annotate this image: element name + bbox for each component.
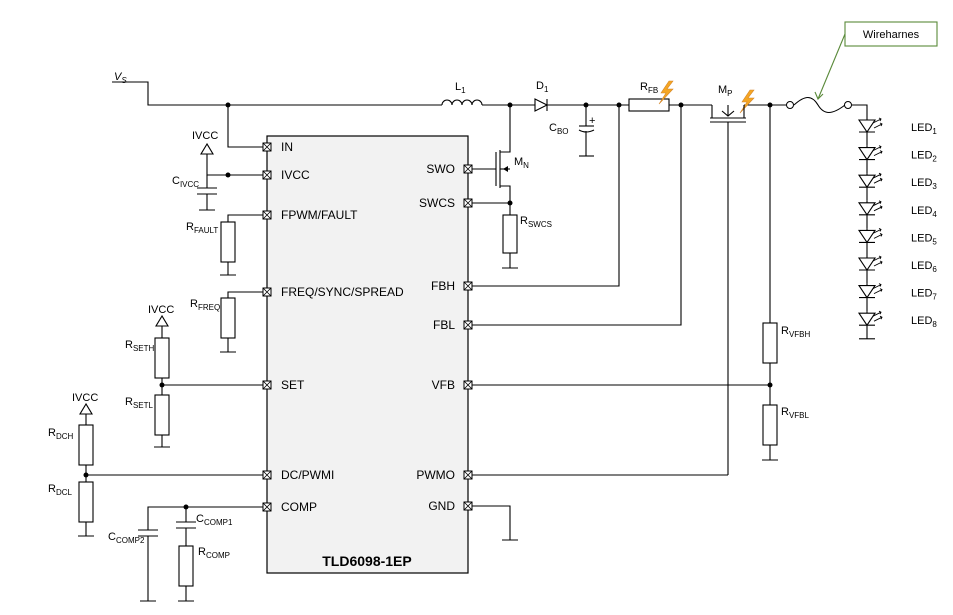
resistor-rfb — [628, 98, 670, 112]
svg-text:+: + — [589, 115, 595, 127]
ic-left-pins: IN IVCC FPWM/FAULT FREQ/SYNC/SPREAD SET … — [281, 140, 404, 514]
resistor-rcomp — [178, 545, 194, 587]
pin-swo: SWO — [426, 162, 455, 176]
label-rvfbh: RVFBH — [781, 325, 811, 339]
label-ccomp1: CCOMP1 — [196, 513, 233, 527]
led-5: LED5 — [857, 227, 937, 256]
label-civcc: CIVCC — [172, 175, 199, 189]
hot-spot-mp-icon — [739, 89, 755, 114]
led-2: LED2 — [857, 145, 937, 174]
led-4: LED4 — [857, 200, 937, 229]
label-mn: MN — [514, 156, 529, 170]
pin-markers — [262, 142, 473, 512]
resistor-rvfbh — [762, 322, 778, 364]
label-rswcs: RSWCS — [520, 215, 552, 229]
capacitor-cbo: + — [578, 105, 595, 157]
led-3: LED3 — [857, 172, 937, 201]
label-ivcc-top: IVCC — [192, 130, 218, 142]
led-8: LED8 — [857, 310, 937, 339]
pin-dc-pwmi: DC/PWMI — [281, 468, 334, 482]
resistor-rfault — [220, 221, 236, 263]
led-7: LED7 — [857, 283, 937, 312]
pin-set: SET — [281, 378, 305, 392]
pin-fpwm-fault: FPWM/FAULT — [281, 208, 358, 222]
pin-in: IN — [281, 140, 293, 154]
pin-vfb: VFB — [432, 378, 455, 392]
label-rdcl: RDCL — [48, 483, 73, 497]
pin-swcs: SWCS — [419, 196, 455, 210]
led-1: LED1 — [857, 117, 937, 146]
led-label: LED5 — [911, 232, 937, 246]
ivcc-top-symbol — [200, 142, 263, 176]
label-cbo: CBO — [549, 122, 569, 136]
led-label: LED1 — [911, 122, 937, 136]
mosfet-mp — [710, 105, 746, 475]
capacitor-ccomp2 — [138, 529, 158, 602]
inductor-l1 — [441, 99, 483, 106]
resistor-rfreq — [220, 297, 236, 339]
hot-spot-rfb-icon — [658, 80, 674, 105]
led-6: LED6 — [857, 255, 937, 284]
resistor-rvfbl — [762, 404, 778, 446]
label-rfreq: RFREQ — [190, 298, 220, 312]
led-label: LED8 — [911, 315, 937, 329]
pin-pwmo: PWMO — [416, 468, 455, 482]
pin-freq-sync-spread: FREQ/SYNC/SPREAD — [281, 285, 404, 299]
resistor-rseth — [154, 337, 170, 379]
ivcc-bot-symbol — [79, 402, 93, 415]
supply-rail — [112, 81, 868, 118]
label-rfb: RFB — [640, 81, 658, 95]
pin-fbh: FBH — [431, 279, 455, 293]
label-mp: MP — [718, 84, 733, 98]
resistor-rdch — [78, 424, 94, 466]
pin-comp: COMP — [281, 500, 317, 514]
label-rdch: RDCH — [48, 427, 74, 441]
label-rfault: RFAULT — [186, 221, 218, 235]
ic-body — [266, 135, 469, 574]
pin-fbl: FBL — [433, 318, 455, 332]
label-ivcc-mid: IVCC — [148, 304, 174, 316]
label-d1: D1 — [536, 80, 549, 94]
label-rvfbl: RVFBL — [781, 406, 810, 420]
led-label: LED6 — [911, 260, 937, 274]
capacitor-civcc — [197, 175, 217, 211]
mosfet-mn — [472, 105, 511, 203]
ivcc-mid-symbol — [155, 314, 169, 327]
led-label: LED3 — [911, 177, 937, 191]
label-ccomp2: CCOMP2 — [108, 531, 145, 545]
wireharness-callout — [844, 21, 938, 47]
resistor-rdcl — [78, 481, 94, 523]
label-rsetl: RSETL — [125, 396, 154, 410]
wireharness-fuse — [793, 96, 846, 114]
label-ivcc-bot: IVCC — [72, 392, 98, 404]
capacitor-ccomp1 — [176, 507, 196, 546]
label-vs: VS — [114, 71, 127, 85]
label-rseth: RSETH — [125, 339, 155, 353]
led-label: LED2 — [911, 150, 937, 164]
wireharness-label: Wireharnes — [863, 29, 920, 41]
pin-ivcc: IVCC — [281, 168, 310, 182]
pin-gnd: GND — [428, 499, 455, 513]
label-rcomp: RCOMP — [198, 546, 230, 560]
label-l1: L1 — [455, 81, 466, 95]
ic-right-pins: SWO SWCS FBH FBL VFB PWMO GND — [416, 162, 455, 513]
led-label: LED4 — [911, 205, 937, 219]
resistor-rswcs — [502, 214, 518, 254]
diode-d1 — [534, 98, 549, 112]
resistor-rsetl — [154, 394, 170, 436]
led-label: LED7 — [911, 288, 937, 302]
ic-name: TLD6098-1EP — [322, 553, 411, 569]
